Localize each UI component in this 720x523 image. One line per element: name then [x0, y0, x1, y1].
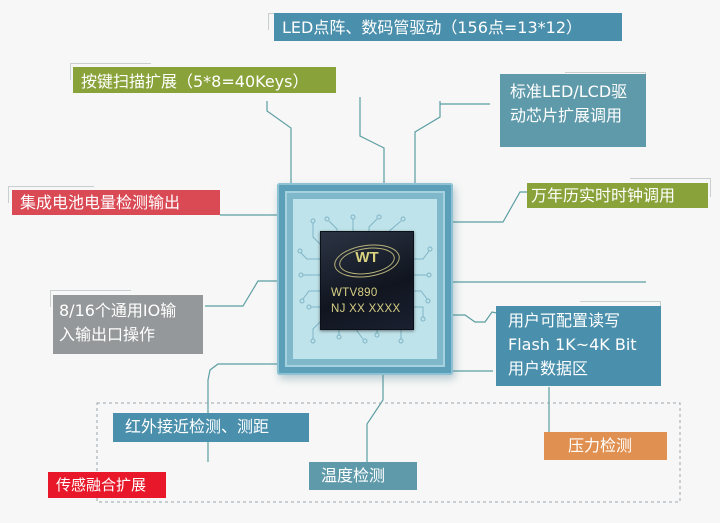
feature-rtc: 万年历实时时钟调用 [527, 183, 708, 208]
chip-die: WT WTV890 NJ XX XXXX [320, 231, 414, 330]
feature-gpio-line1: 8/16个通用IO输 [59, 301, 177, 320]
feature-sensor-fusion-text: 传感融合扩展 [56, 476, 147, 494]
feature-battery-detect-text: 集成电池电量检测输出 [20, 193, 181, 212]
feature-sensor-fusion: 传感融合扩展 [48, 472, 166, 498]
label-bracket [8, 186, 94, 203]
feature-gpio-line2: 入输出口操作 [59, 325, 156, 344]
label-bracket [50, 290, 131, 307]
chip-logo: WT [355, 249, 379, 266]
chip-marking: NJ XX XXXX [331, 303, 401, 315]
feature-pressure-text: 压力检测 [568, 436, 633, 455]
feature-battery-detect: 集成电池电量检测输出 [12, 190, 220, 215]
feature-ir-proximity: 红外接近检测、测距 [113, 413, 309, 442]
feature-flash-line3: 用户数据区 [508, 359, 589, 378]
feature-temperature: 温度检测 [309, 462, 417, 490]
feature-led-lcd-line2: 动芯片扩展调用 [510, 106, 623, 125]
label-bracket [70, 63, 151, 80]
chip-model: WTV890 [331, 287, 378, 299]
feature-flash: 用户可配置读写 Flash 1K~4K Bit 用户数据区 [496, 306, 661, 386]
feature-gpio: 8/16个通用IO输 入输出口操作 [53, 295, 203, 354]
feature-key-scan-text: 按键扫描扩展（5*8=40Keys） [81, 72, 309, 91]
feature-rtc-text: 万年历实时时钟调用 [531, 186, 676, 205]
feature-led-driver-text: LED点阵、数码管驱动（156点=13*12） [282, 18, 583, 37]
feature-pressure: 压力检测 [544, 432, 667, 460]
label-bracket [630, 178, 711, 197]
feature-flash-line1: 用户可配置读写 [508, 311, 621, 330]
feature-key-scan: 按键扫描扩展（5*8=40Keys） [73, 67, 336, 93]
feature-led-driver: LED点阵、数码管驱动（156点=13*12） [274, 13, 622, 41]
feature-flash-line2: Flash 1K~4K Bit [508, 335, 637, 354]
feature-led-lcd-line1: 标准LED/LCD驱 [510, 82, 628, 101]
feature-led-lcd-driver: 标准LED/LCD驱 动芯片扩展调用 [500, 74, 646, 147]
feature-ir-proximity-text: 红外接近检测、测距 [125, 417, 270, 436]
feature-temperature-text: 温度检测 [321, 466, 386, 485]
